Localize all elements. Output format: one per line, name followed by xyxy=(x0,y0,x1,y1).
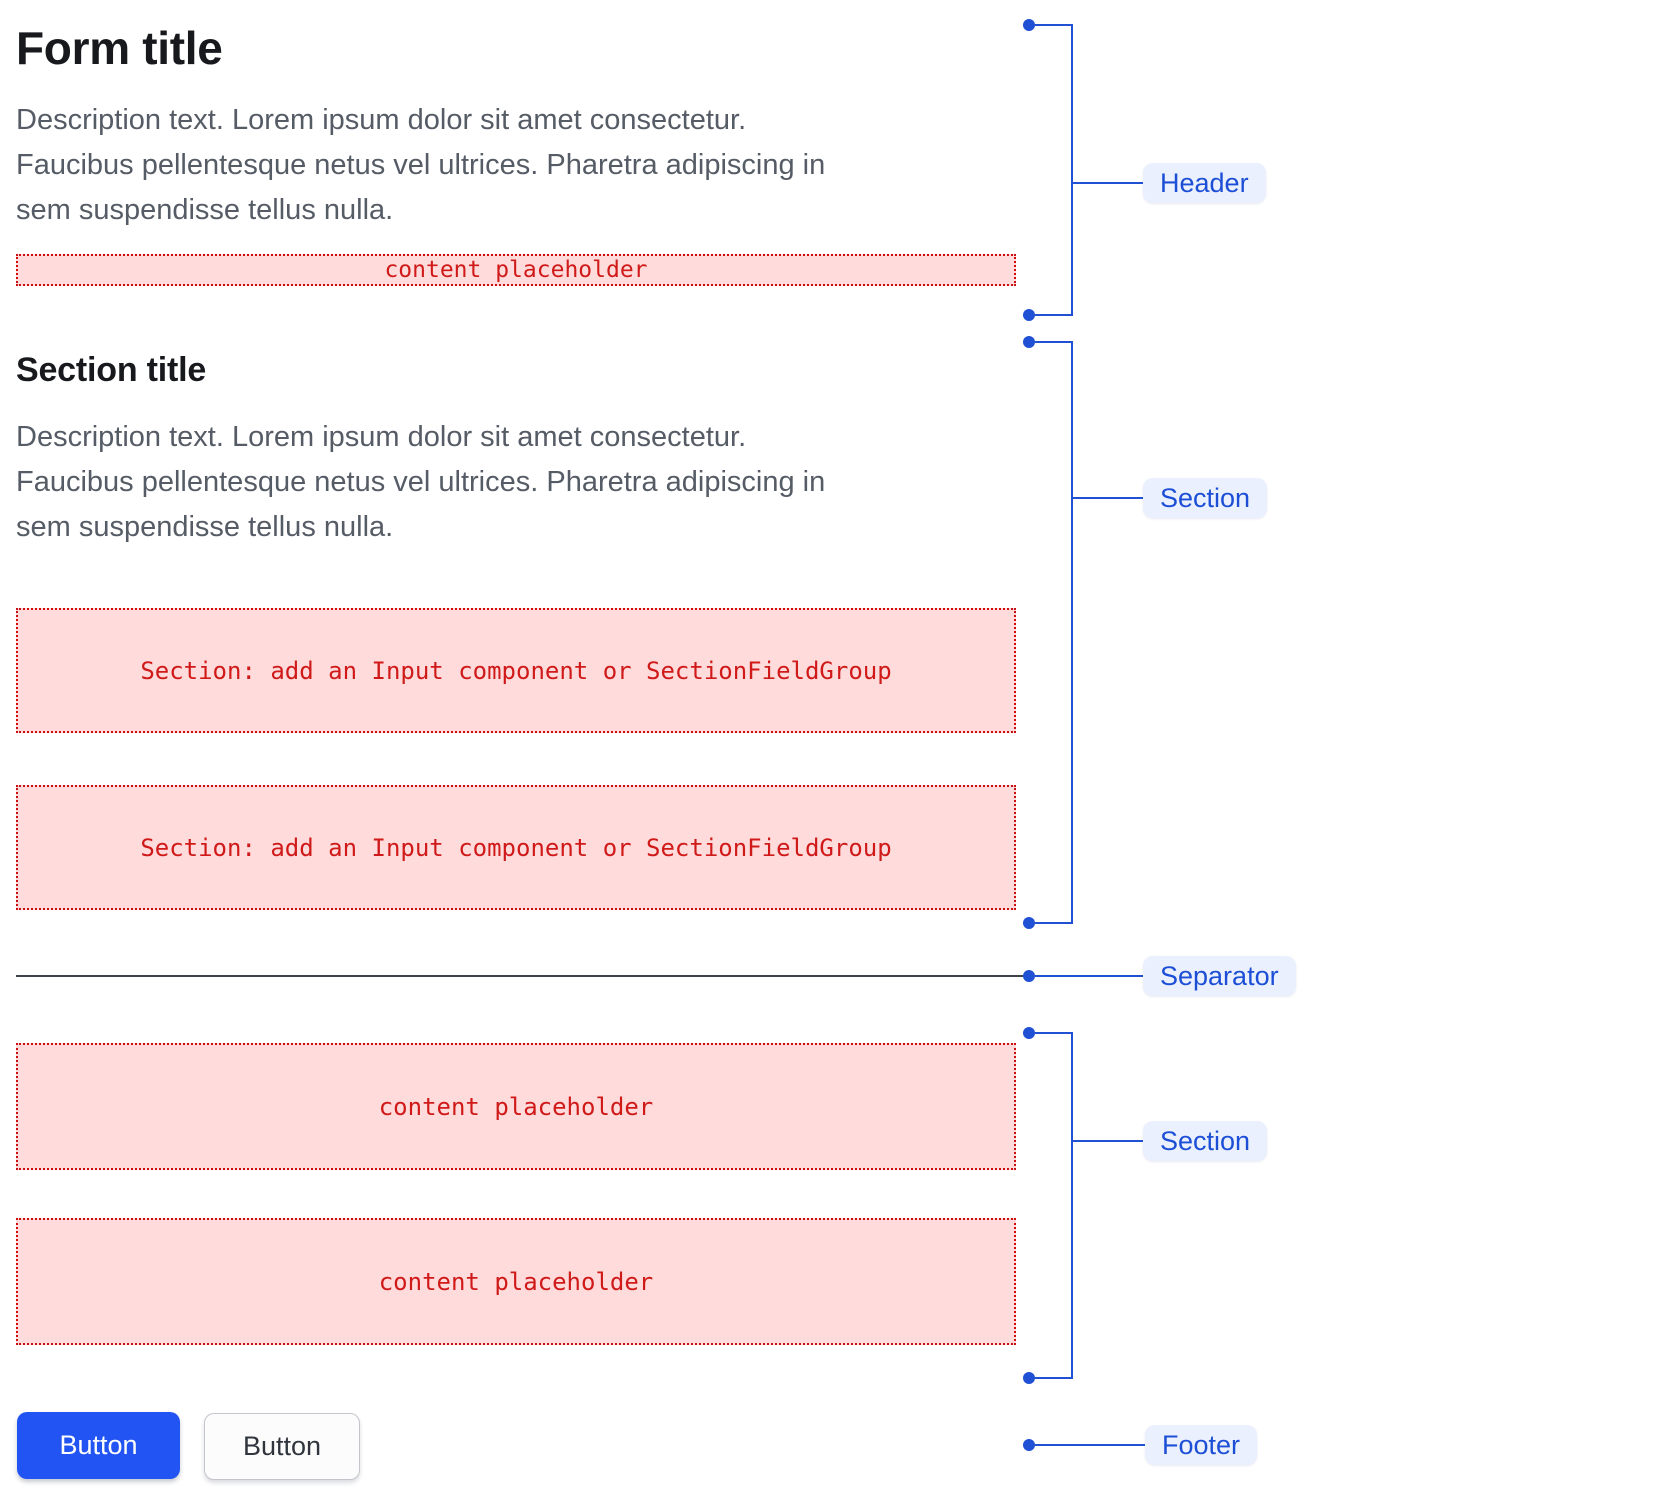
section-input-placeholder: Section: add an Input component or Secti… xyxy=(16,785,1016,910)
second-section-bracket-bottom-dot xyxy=(1023,1372,1035,1384)
section-input-placeholder: Section: add an Input component or Secti… xyxy=(16,608,1016,733)
section-input-placeholder-text: Section: add an Input component or Secti… xyxy=(140,656,892,685)
footer-annotation-label: Footer xyxy=(1145,1425,1258,1465)
header-connector-line xyxy=(1073,182,1143,184)
header-content-placeholder: content placeholder xyxy=(16,254,1016,286)
secondary-button[interactable]: Button xyxy=(204,1413,360,1480)
section-bracket-top-dot xyxy=(1023,336,1035,348)
second-section-bracket xyxy=(1035,1032,1073,1379)
section-title: Section title xyxy=(16,351,207,389)
header-bracket xyxy=(1035,24,1073,316)
form-description: Description text. Lorem ipsum dolor sit … xyxy=(16,104,826,226)
section-bracket-bottom-dot xyxy=(1023,917,1035,929)
section-bracket xyxy=(1035,341,1073,924)
second-section-bracket-top-dot xyxy=(1023,1027,1035,1039)
section-annotation-label: Section xyxy=(1143,478,1268,518)
form-title: Form title xyxy=(16,22,223,74)
content-placeholder-text: content placeholder xyxy=(378,1267,654,1296)
section-description: Description text. Lorem ipsum dolor sit … xyxy=(16,421,826,543)
section-connector-line xyxy=(1073,497,1143,499)
header-bracket-bottom-dot xyxy=(1023,309,1035,321)
second-section-connector-line xyxy=(1073,1140,1143,1142)
separator-annotation-label: Separator xyxy=(1143,956,1296,996)
content-placeholder: content placeholder xyxy=(16,1043,1016,1170)
content-placeholder: content placeholder xyxy=(16,1218,1016,1345)
second-section-annotation-label: Section xyxy=(1143,1121,1268,1161)
header-annotation-label: Header xyxy=(1143,163,1266,203)
separator-dot xyxy=(1023,970,1035,982)
content-placeholder-text: content placeholder xyxy=(378,1092,654,1121)
header-content-placeholder-text: content placeholder xyxy=(384,257,648,283)
header-bracket-top-dot xyxy=(1023,19,1035,31)
separator-connector-line xyxy=(1035,975,1143,977)
primary-button[interactable]: Button xyxy=(17,1412,180,1479)
section-input-placeholder-text: Section: add an Input component or Secti… xyxy=(140,833,892,862)
footer-dot xyxy=(1023,1439,1035,1451)
footer-connector-line xyxy=(1035,1444,1145,1446)
separator-line xyxy=(16,975,1026,977)
